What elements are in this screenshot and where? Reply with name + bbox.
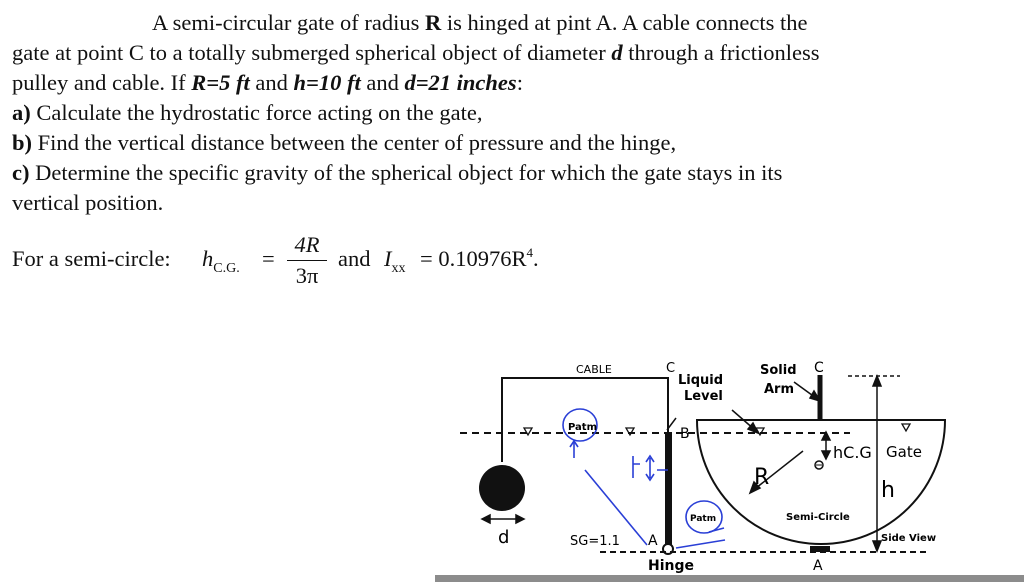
diameter-arrow xyxy=(480,513,526,525)
equals-sign: = xyxy=(262,246,275,271)
I-letter: I xyxy=(384,246,392,271)
var-R: R xyxy=(425,10,442,35)
given-d: d=21 inches xyxy=(404,70,517,95)
semicircle-label: Semi-Circle xyxy=(786,512,850,523)
part-b: b) Find the vertical distance between th… xyxy=(12,128,1012,158)
sphere xyxy=(479,465,525,511)
part-c-label: c) xyxy=(12,160,30,185)
part-c: c) Determine the specific gravity of the… xyxy=(12,158,1012,188)
side-view-label: Side View xyxy=(881,533,936,544)
gate-label: Gate xyxy=(886,443,922,461)
text: A semi-circular gate of radius xyxy=(152,10,420,35)
solid-label: Solid xyxy=(760,363,797,378)
gate-plate xyxy=(665,432,672,547)
formula: For a semi-circle: hC.G. = 4R 3π and Ixx… xyxy=(12,232,612,292)
liquid-label: Liquid xyxy=(678,373,723,388)
part-a: a) Calculate the hydrostatic force actin… xyxy=(12,98,1012,128)
and-text: and xyxy=(338,246,371,271)
hinge-bar-side xyxy=(810,546,830,552)
hinge-label: Hinge xyxy=(648,558,694,574)
var-d: d xyxy=(611,40,623,65)
ixx-value-text: = 0.10976R xyxy=(420,246,527,271)
ixx-value: = 0.10976R4. xyxy=(420,245,539,272)
page-bottom-bar xyxy=(435,575,1024,582)
hcg-label: hC.G xyxy=(833,443,872,462)
problem-line-1: A semi-circular gate of radius R is hing… xyxy=(12,8,1012,38)
text: is hinged at pint A. A cable connects th… xyxy=(446,10,808,35)
text: and xyxy=(366,70,399,95)
patm-label-2: Patm xyxy=(690,514,716,524)
text: gate at point C to a totally submerged s… xyxy=(12,40,606,65)
part-b-text: Find the vertical distance between the c… xyxy=(37,130,677,155)
h-label: h xyxy=(881,478,895,503)
pointer-arrows xyxy=(666,381,822,495)
text: through a frictionless xyxy=(628,40,820,65)
r-label: R xyxy=(754,465,769,490)
ixx-subscript: xx xyxy=(391,261,406,276)
h-letter: h xyxy=(202,246,214,271)
text: : xyxy=(516,70,523,95)
hcg-symbol: hC.G. xyxy=(202,246,240,276)
part-a-text: Calculate the hydrostatic force acting o… xyxy=(36,100,483,125)
text: and xyxy=(255,70,288,95)
hcg-subscript: C.G. xyxy=(213,261,240,276)
h-dimension xyxy=(871,373,883,554)
sg-label: SG=1.1 xyxy=(570,534,620,549)
part-c-text: Determine the specific gravity of the sp… xyxy=(35,160,783,185)
denominator: 3π xyxy=(295,263,319,288)
part-c-continued: vertical position. xyxy=(12,188,1012,218)
a-left-label: A xyxy=(648,533,658,549)
c-right-label: C xyxy=(814,360,824,376)
problem-statement: A semi-circular gate of radius R is hing… xyxy=(12,8,1012,218)
period: . xyxy=(532,246,539,271)
text: vertical position. xyxy=(12,190,164,215)
b-label: B xyxy=(680,426,690,442)
fraction-bar xyxy=(287,260,327,261)
hcg-dimension xyxy=(820,430,832,461)
given-h: h=10 ft xyxy=(293,70,361,95)
a-right-label: A xyxy=(813,558,823,574)
numerator: 4R xyxy=(294,232,320,257)
d-label: d xyxy=(498,527,509,548)
problem-line-3: pulley and cable. If R=5 ft and h=10 ft … xyxy=(12,68,1012,98)
part-a-label: a) xyxy=(12,100,31,125)
patm-label-1: Patm xyxy=(568,422,597,433)
level-label: Level xyxy=(684,389,723,404)
cable xyxy=(501,377,669,462)
formula-prefix: For a semi-circle: xyxy=(12,246,171,271)
arm-label: Arm xyxy=(764,382,794,397)
ixx-symbol: Ixx xyxy=(384,246,406,276)
cable-label: CABLE xyxy=(576,363,612,376)
text: pulley and cable. If xyxy=(12,70,186,95)
c-left-label: C xyxy=(666,361,675,376)
semicircle-gate xyxy=(695,419,947,545)
exponent: 4 xyxy=(526,245,533,260)
part-b-label: b) xyxy=(12,130,33,155)
handwritten-annotations xyxy=(562,408,726,549)
problem-line-2: gate at point C to a totally submerged s… xyxy=(12,38,1012,68)
given-R: R=5 ft xyxy=(191,70,250,95)
fraction: 4R 3π xyxy=(287,232,327,289)
centroid-icon xyxy=(814,460,824,470)
surface-triangles xyxy=(522,423,912,437)
